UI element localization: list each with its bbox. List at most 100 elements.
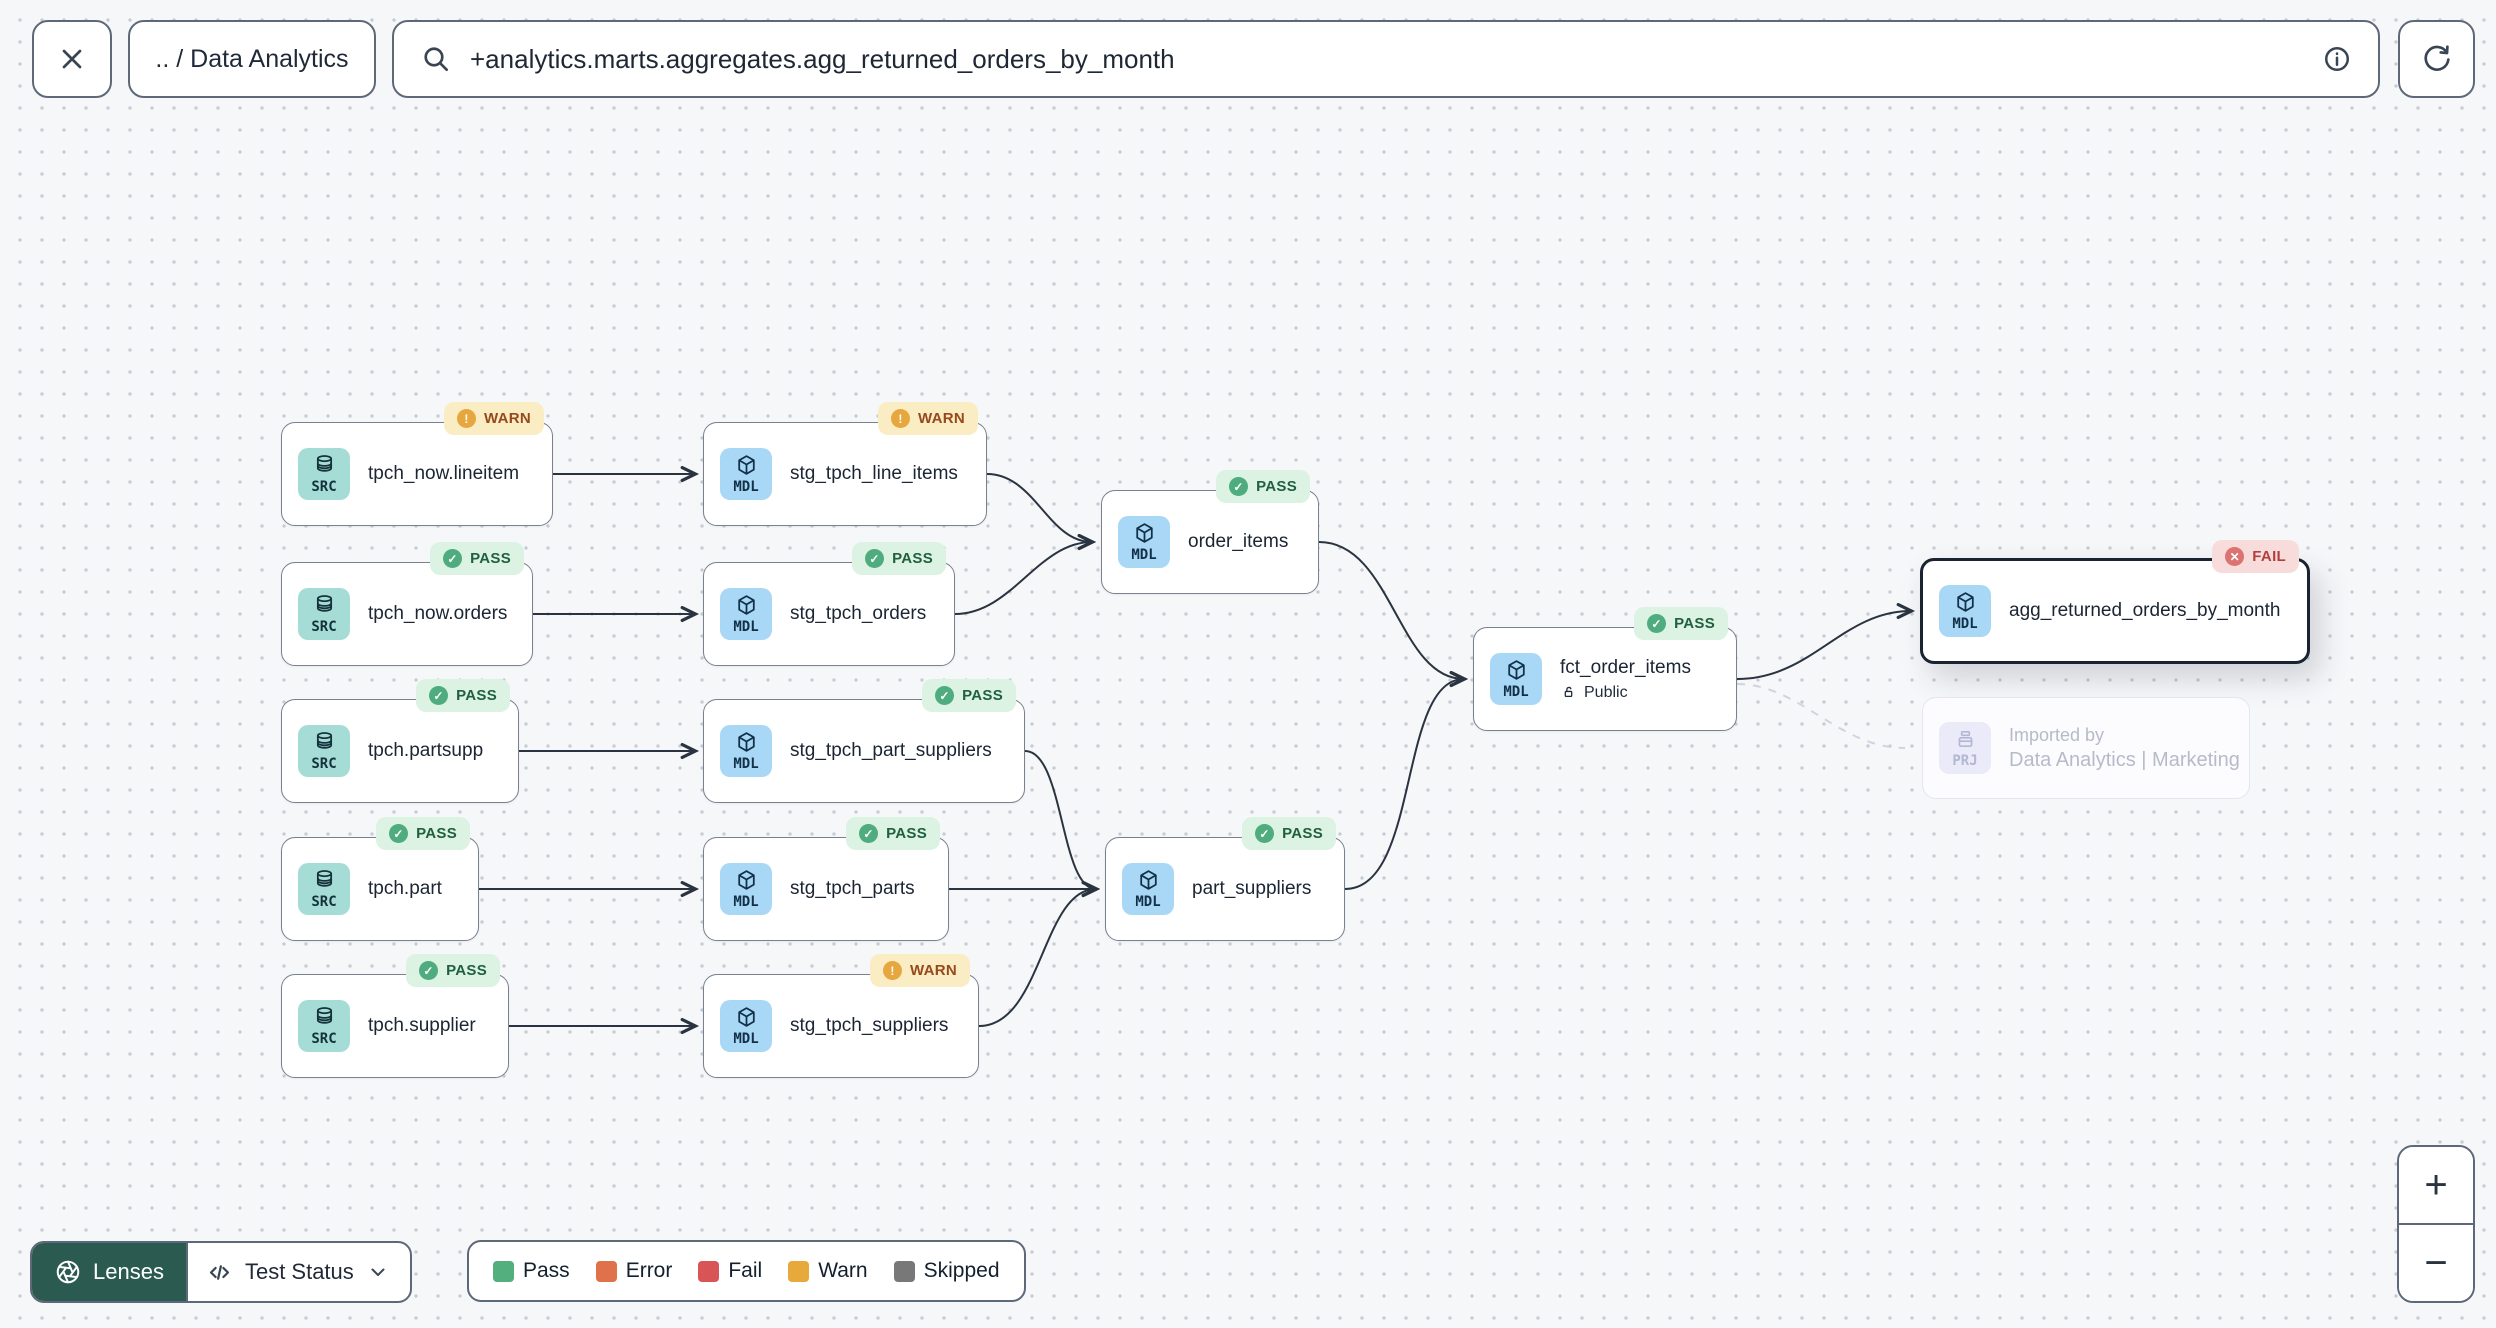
legend-item-skipped: Skipped xyxy=(893,1259,1000,1283)
status-badge: !WARN xyxy=(877,402,978,435)
model-icon: MDL xyxy=(1939,585,1991,637)
legend-item-pass: Pass xyxy=(493,1259,570,1283)
warn-icon: ! xyxy=(882,961,902,980)
check-icon: ✓ xyxy=(429,686,449,705)
node-label: stg_tpch_part_suppliers xyxy=(790,740,992,761)
node-label: stg_tpch_line_items xyxy=(790,463,958,484)
status-badge: !WARN xyxy=(443,402,544,435)
source-icon: SRC xyxy=(298,1000,350,1052)
access-label: Public xyxy=(1584,683,1628,701)
breadcrumb[interactable]: .. / Data Analytics xyxy=(128,20,376,98)
legend-item-error: Error xyxy=(595,1259,672,1283)
node-tpch_now-orders[interactable]: ✓PASS SRC tpch_now.orders xyxy=(281,542,533,666)
check-icon: ✓ xyxy=(1255,824,1275,843)
check-icon: ✓ xyxy=(935,686,955,705)
imported-by-label: Imported by xyxy=(2009,724,2105,745)
search-input[interactable] xyxy=(470,43,2304,75)
edge-stg_orders-order_items xyxy=(954,534,1097,615)
check-icon: ✓ xyxy=(419,961,439,980)
status-badge: ✓PASS xyxy=(416,679,510,712)
status-badge: ✓PASS xyxy=(430,542,524,575)
model-icon: MDL xyxy=(720,588,772,640)
info-icon[interactable] xyxy=(2322,44,2352,74)
node-label: tpch.partsupp xyxy=(368,740,484,761)
lenses-control: Lenses Test Status xyxy=(30,1241,412,1303)
node-label: tpch_now.orders xyxy=(368,603,508,624)
warn-icon: ! xyxy=(890,409,910,428)
warn-color-swatch xyxy=(788,1260,810,1282)
source-icon: SRC xyxy=(298,448,350,500)
node-label: order_items xyxy=(1188,531,1289,552)
status-badge: ✓PASS xyxy=(1242,817,1336,850)
access-row: Public xyxy=(1560,684,1628,702)
zoom-in-button[interactable]: + xyxy=(2399,1147,2473,1225)
model-icon: MDL xyxy=(1122,863,1174,915)
search-bar[interactable] xyxy=(392,20,2380,98)
project-name-label: Data Analytics | Marketing xyxy=(2009,748,2240,771)
skipped-color-swatch xyxy=(893,1260,915,1282)
node-label: tpch.supplier xyxy=(368,1015,476,1036)
node-fct_order_items[interactable]: ✓PASS MDL fct_order_items Public xyxy=(1473,607,1737,731)
status-badge: ✓PASS xyxy=(1634,607,1728,640)
status-badge: ✕FAIL xyxy=(2212,540,2299,573)
check-icon: ✓ xyxy=(1229,477,1249,496)
check-icon: ✓ xyxy=(389,824,409,843)
edge-part_sup-fct xyxy=(1344,671,1469,890)
node-label: stg_tpch_suppliers xyxy=(790,1015,949,1036)
lenses-label: Lenses xyxy=(93,1259,164,1284)
edge-order_items-fct xyxy=(1318,541,1469,687)
check-icon: ✓ xyxy=(443,549,463,568)
check-icon: ✓ xyxy=(859,824,879,843)
lock-open-icon xyxy=(1560,684,1577,701)
zoom-out-button[interactable]: − xyxy=(2399,1225,2473,1301)
model-icon: MDL xyxy=(720,863,772,915)
error-color-swatch xyxy=(595,1260,617,1282)
node-tpch-part[interactable]: ✓PASS SRC tpch.part xyxy=(281,817,479,941)
lenses-button[interactable]: Lenses xyxy=(32,1243,186,1301)
check-icon: ✓ xyxy=(865,549,885,568)
source-icon: SRC xyxy=(298,725,350,777)
status-badge: !WARN xyxy=(869,954,970,987)
node-agg_returned_orders_by_month[interactable]: ✕FAIL MDL agg_returned_orders_by_month xyxy=(1920,540,2310,664)
check-icon: ✓ xyxy=(1647,614,1667,633)
node-stg_tpch_orders[interactable]: ✓PASS MDL stg_tpch_orders xyxy=(703,542,955,666)
code-icon xyxy=(206,1259,233,1286)
node-stg_tpch_suppliers[interactable]: !WARN MDL stg_tpch_suppliers xyxy=(703,954,979,1078)
chevron-down-icon xyxy=(366,1260,390,1284)
node-label: tpch.part xyxy=(368,878,442,899)
edge-stg_line_items-order_items xyxy=(986,473,1097,550)
node-tpch-supplier[interactable]: ✓PASS SRC tpch.supplier xyxy=(281,954,509,1078)
close-button[interactable] xyxy=(32,20,112,98)
refresh-button[interactable] xyxy=(2398,20,2475,98)
search-icon xyxy=(420,43,452,75)
node-stg_tpch_part_suppliers[interactable]: ✓PASS MDL stg_tpch_part_suppliers xyxy=(703,679,1025,803)
node-label: stg_tpch_orders xyxy=(790,603,927,624)
lens-selector[interactable]: Test Status xyxy=(185,1243,410,1301)
warn-icon: ! xyxy=(456,409,476,428)
node-tpch_now-lineitem[interactable]: !WARN SRC tpch_now.lineitem xyxy=(281,402,553,526)
node-label: stg_tpch_parts xyxy=(790,878,915,899)
pass-color-swatch xyxy=(493,1260,514,1282)
legend-item-fail: Fail xyxy=(698,1259,762,1283)
status-badge: ✓PASS xyxy=(852,542,946,575)
node-order_items[interactable]: ✓PASS MDL order_items xyxy=(1101,470,1319,594)
status-badge: ✓PASS xyxy=(376,817,470,850)
node-tpch-partsupp[interactable]: ✓PASS SRC tpch.partsupp xyxy=(281,679,519,803)
legend-item-warn: Warn xyxy=(788,1259,868,1283)
node-label: agg_returned_orders_by_month xyxy=(2009,600,2281,621)
node-part_suppliers[interactable]: ✓PASS MDL part_suppliers xyxy=(1105,817,1345,941)
source-icon: SRC xyxy=(298,863,350,915)
node-stg_tpch_line_items[interactable]: !WARN MDL stg_tpch_line_items xyxy=(703,402,987,526)
model-icon: MDL xyxy=(1490,653,1542,705)
model-icon: MDL xyxy=(720,725,772,777)
node-label: tpch_now.lineitem xyxy=(368,463,520,484)
model-icon: MDL xyxy=(1118,516,1170,568)
zoom-controls: + − xyxy=(2397,1145,2475,1303)
source-icon: SRC xyxy=(298,588,350,640)
edge-fct-imported-project xyxy=(1736,683,1906,749)
model-icon: MDL xyxy=(720,448,772,500)
node-stg_tpch_parts[interactable]: ✓PASS MDL stg_tpch_parts xyxy=(703,817,949,941)
model-icon: MDL xyxy=(720,1000,772,1052)
status-badge: ✓PASS xyxy=(922,679,1016,712)
test-status-legend: Pass Error Fail Warn Skipped xyxy=(467,1240,1026,1302)
